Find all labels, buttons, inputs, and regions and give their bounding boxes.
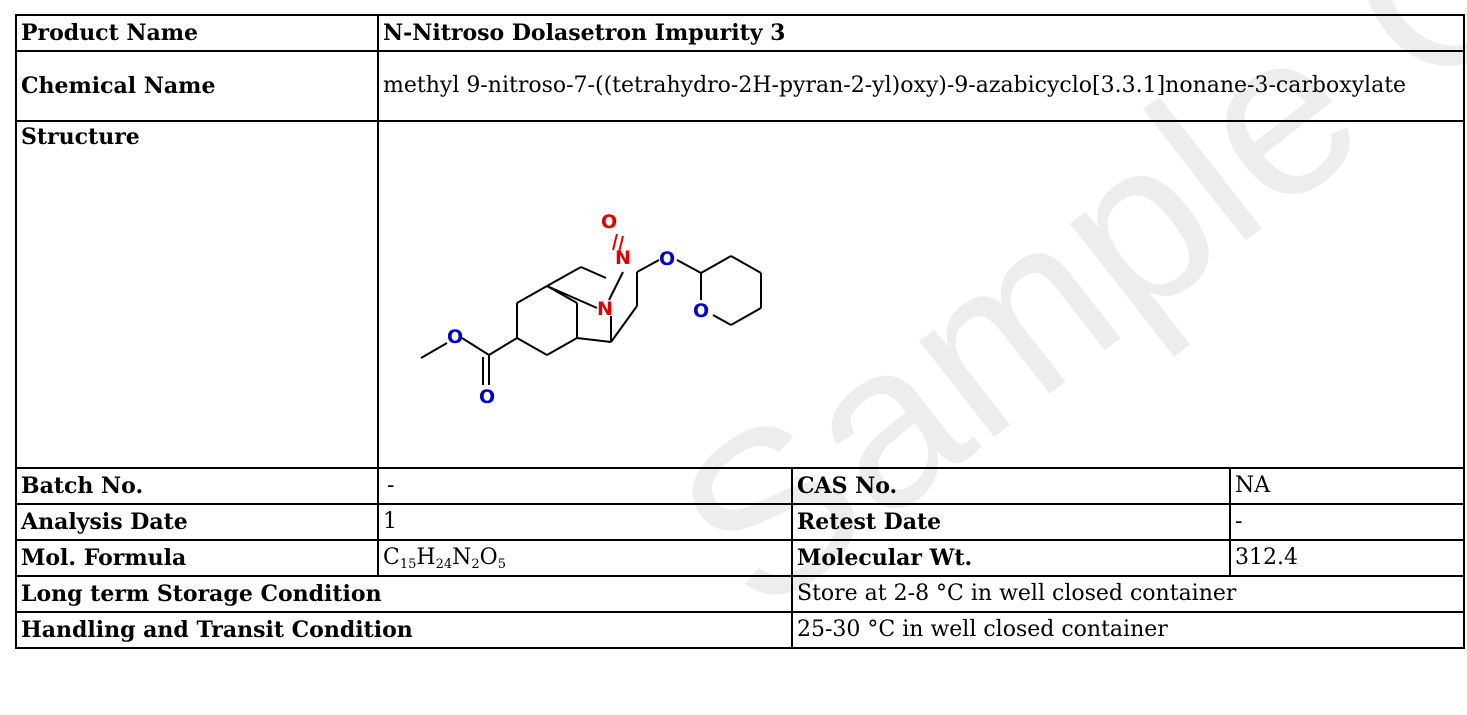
formula-o: O	[479, 545, 498, 570]
product-name-row: Product Name N-Nitroso Dolasetron Impuri…	[15, 14, 1465, 52]
nitroso-nitrogen-label: N	[615, 247, 631, 269]
formula-c-count: 15	[399, 557, 417, 572]
formula-o-count: 5	[497, 557, 506, 572]
molecular-wt-value: 312.4	[1229, 539, 1465, 577]
batch-no-label: Batch No.	[15, 467, 379, 505]
bridge-nitrogen-label: N	[597, 298, 613, 320]
structure-row: Structure	[15, 120, 1465, 469]
batch-row: Batch No. - CAS No. NA	[15, 467, 1465, 505]
structure-label: Structure	[15, 120, 379, 469]
formula-h: H	[416, 545, 436, 570]
pyran-oxygen-label: O	[693, 300, 709, 322]
chemical-name-row: Chemical Name methyl 9-nitroso-7-((tetra…	[15, 50, 1465, 122]
structure-cell: O N N O O O O	[377, 120, 1465, 469]
structure-bonds	[420, 255, 762, 385]
analysis-date-label: Analysis Date	[15, 503, 379, 541]
chemical-structure-diagram: O N N O O O O	[420, 211, 762, 408]
ether-oxygen-label: O	[659, 248, 675, 270]
ester-oxygen-label: O	[447, 326, 463, 348]
chemical-name-value: methyl 9-nitroso-7-((tetrahydro-2H-pyran…	[377, 50, 1465, 122]
chemical-name-label: Chemical Name	[15, 50, 379, 122]
formula-n-count: 2	[471, 557, 480, 572]
formula-c: C	[383, 545, 400, 570]
handling-condition-value: 25-30 °C in well closed container	[791, 611, 1465, 649]
nitroso-oxygen-label: O	[601, 211, 617, 233]
cas-no-value: NA	[1229, 467, 1465, 505]
analysis-row: Analysis Date 1 Retest Date -	[15, 503, 1465, 541]
formula-n: N	[452, 545, 472, 570]
mol-formula-label: Mol. Formula	[15, 539, 379, 577]
storage-condition-label: Long term Storage Condition	[15, 575, 793, 613]
storage-condition-value: Store at 2-8 °C in well closed container	[791, 575, 1465, 613]
retest-date-label: Retest Date	[791, 503, 1231, 541]
nitroso-bonds	[612, 233, 624, 253]
structure-label-text: Structure	[21, 124, 140, 150]
cas-no-label: CAS No.	[791, 467, 1231, 505]
batch-no-value: -	[377, 467, 793, 505]
formula-h-count: 24	[435, 557, 453, 572]
coa-table: Product Name N-Nitroso Dolasetron Impuri…	[15, 14, 1465, 649]
storage-row: Long term Storage Condition Store at 2-8…	[15, 575, 1465, 613]
mol-formula-value: C15H24N2O5	[377, 539, 793, 577]
formula-row: Mol. Formula C15H24N2O5 Molecular Wt. 31…	[15, 539, 1465, 577]
analysis-date-value: 1	[377, 503, 793, 541]
handling-row: Handling and Transit Condition 25-30 °C …	[15, 611, 1465, 649]
carbonyl-oxygen-label: O	[479, 386, 495, 408]
retest-date-value: -	[1229, 503, 1465, 541]
product-name-label: Product Name	[15, 14, 379, 52]
batch-no-text: -	[387, 473, 395, 498]
product-name-value: N-Nitroso Dolasetron Impurity 3	[377, 14, 1465, 52]
molecular-wt-label: Molecular Wt.	[791, 539, 1231, 577]
handling-condition-label: Handling and Transit Condition	[15, 611, 793, 649]
